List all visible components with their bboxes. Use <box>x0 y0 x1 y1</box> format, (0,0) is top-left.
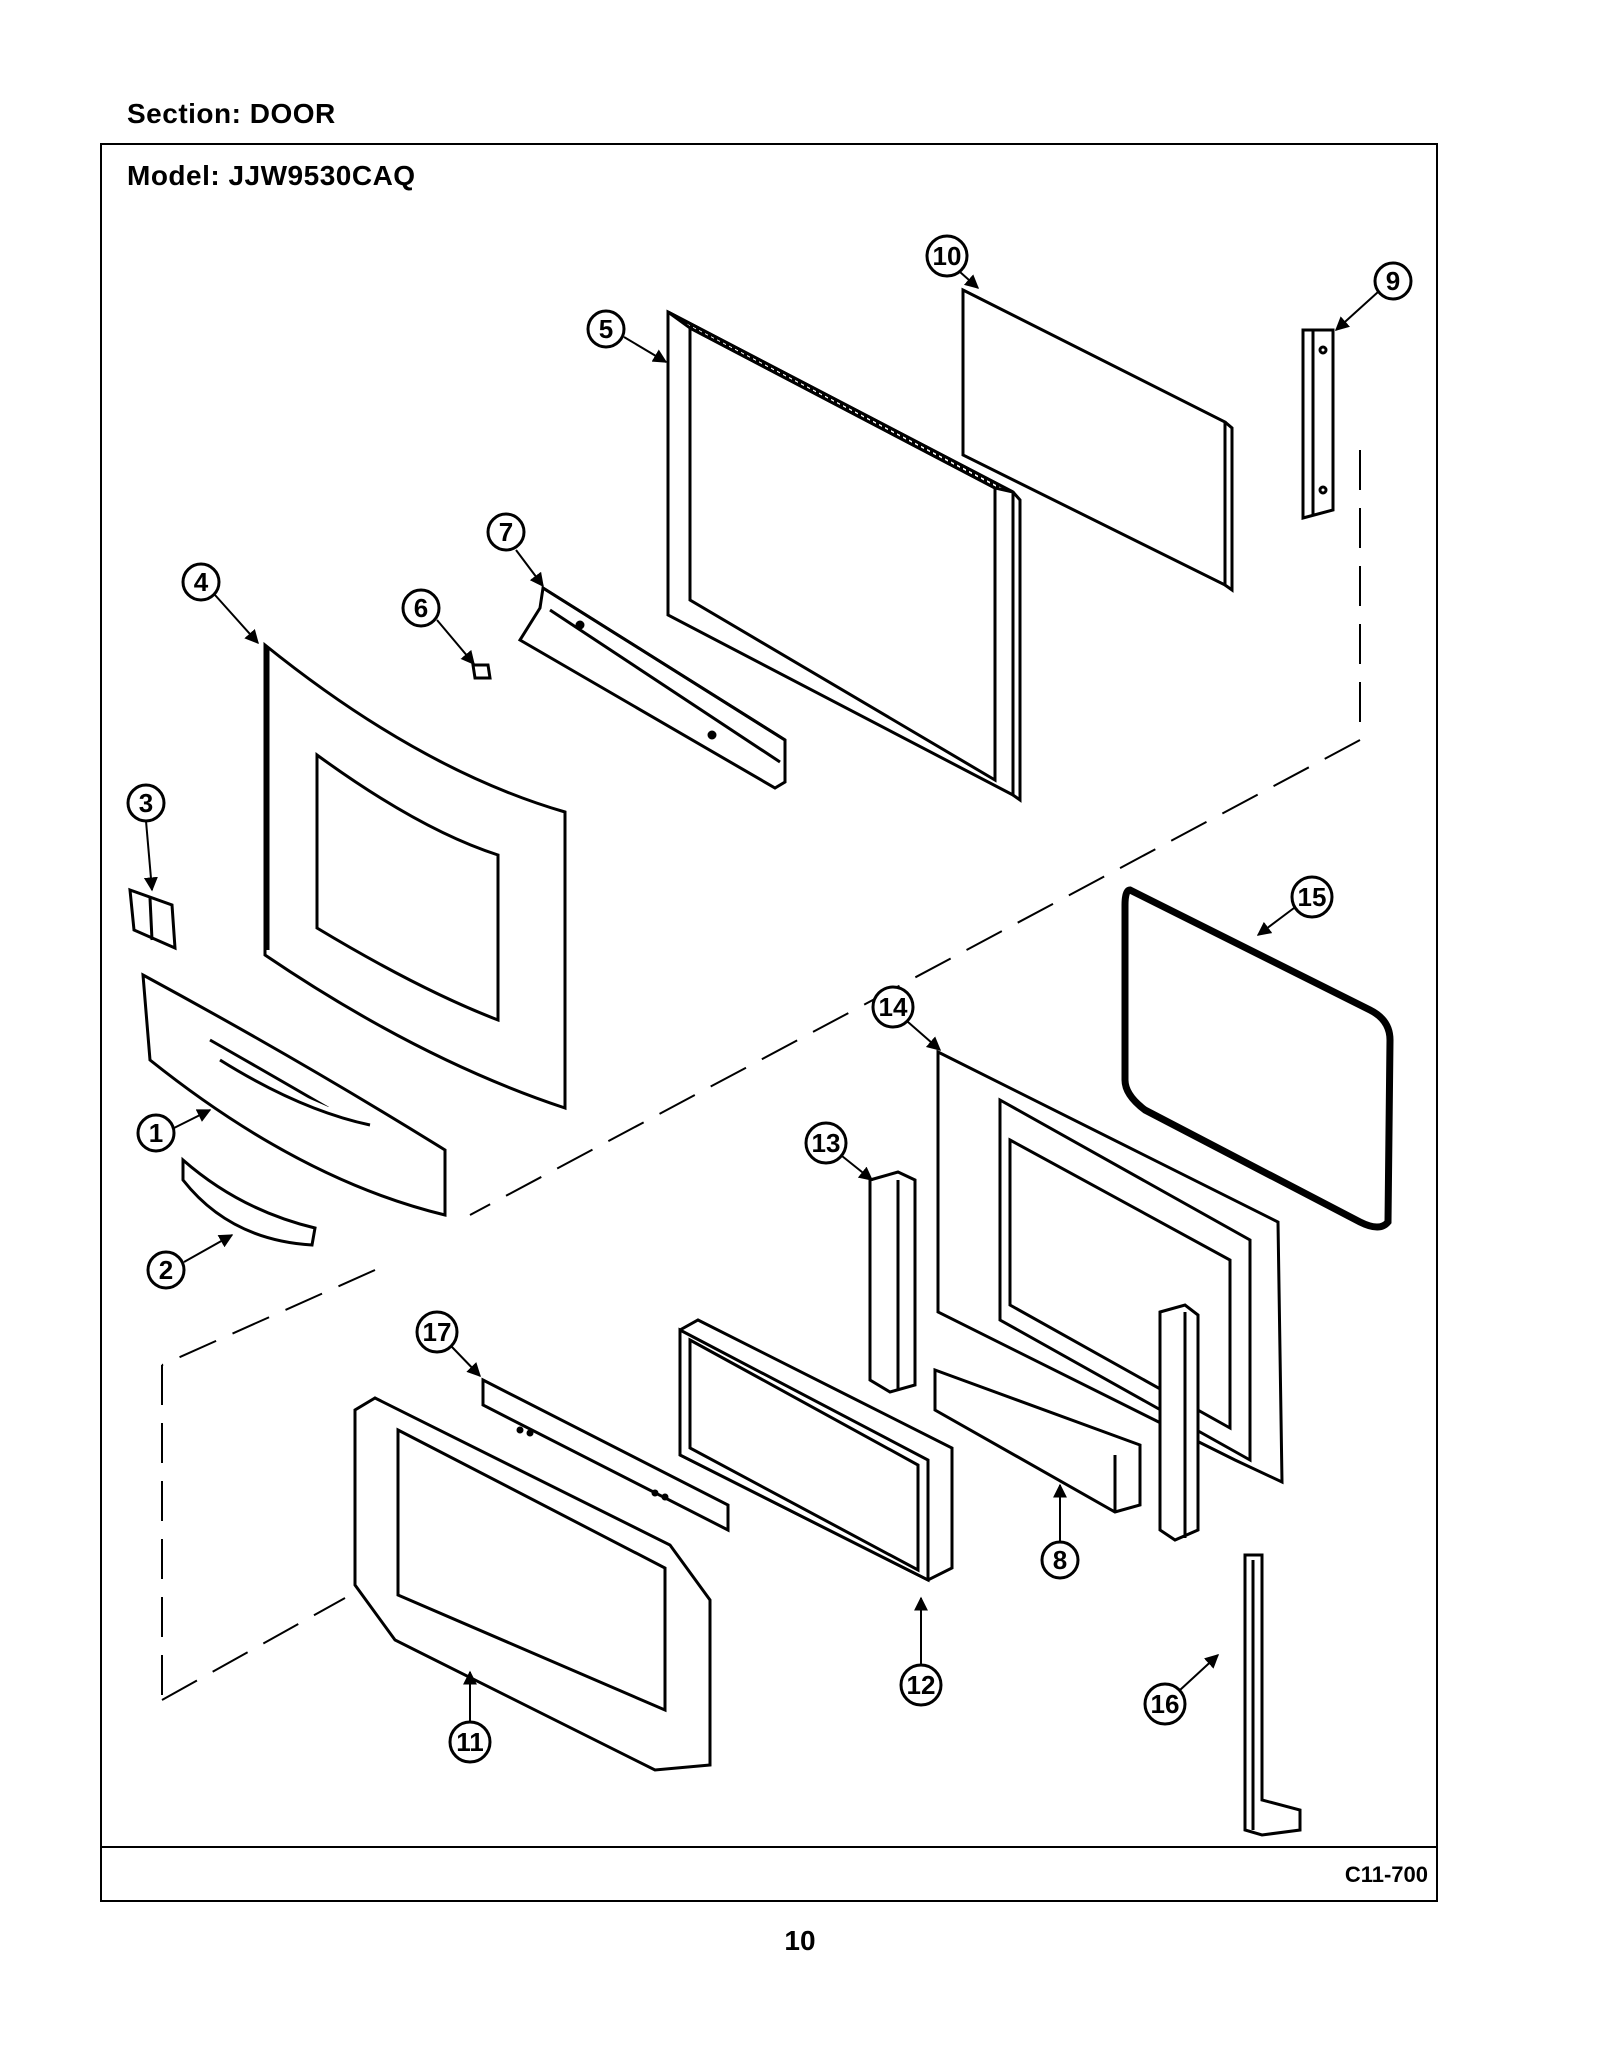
svg-text:11: 11 <box>456 1727 484 1757</box>
callout-17: 17 <box>415 1310 481 1378</box>
part-15-gasket <box>1121 886 1394 1231</box>
svg-text:15: 15 <box>1298 882 1327 912</box>
callout-12: 12 <box>899 1596 943 1707</box>
part-1-handle <box>141 972 447 1217</box>
part-4-outer-door-glass <box>263 641 567 1111</box>
part-9-hinge-bracket <box>1301 328 1335 520</box>
svg-text:14: 14 <box>879 992 908 1022</box>
callout-5: 5 <box>586 309 668 363</box>
callout-3: 3 <box>126 783 166 892</box>
callout-11: 11 <box>448 1670 492 1764</box>
part-5-outer-door-frame <box>666 309 1022 803</box>
section-title: Section: DOOR <box>127 98 336 129</box>
part-10-glass-panel <box>961 287 1234 593</box>
svg-text:10: 10 <box>933 241 962 271</box>
callout-13: 13 <box>804 1121 874 1181</box>
svg-text:17: 17 <box>423 1317 452 1347</box>
diagram-frame <box>100 143 1438 1902</box>
part-7-top-channel <box>517 585 787 790</box>
svg-text:8: 8 <box>1053 1545 1067 1575</box>
svg-text:3: 3 <box>139 788 153 818</box>
svg-text:12: 12 <box>907 1670 936 1700</box>
svg-text:4: 4 <box>194 567 209 597</box>
callout-2: 2 <box>146 1234 234 1290</box>
callout-9: 9 <box>1334 261 1413 331</box>
svg-text:9: 9 <box>1386 266 1400 296</box>
part-13-insulation-block-right <box>1158 1303 1200 1542</box>
svg-text:7: 7 <box>499 517 513 547</box>
svg-text:1: 1 <box>149 1118 163 1148</box>
diagram-code: C11-700 <box>1344 1862 1428 1887</box>
footer-divider <box>100 1846 1438 1848</box>
svg-text:5: 5 <box>599 314 613 344</box>
part-13-insulation-block <box>868 1170 917 1394</box>
part-8-bottom-insulation <box>933 1367 1142 1514</box>
callout-6: 6 <box>401 588 475 666</box>
callout-1: 1 <box>136 1109 212 1153</box>
callout-8: 8 <box>1040 1483 1080 1580</box>
part-17-vent-strip <box>481 1377 730 1533</box>
svg-text:16: 16 <box>1151 1689 1180 1719</box>
callout-14: 14 <box>871 985 942 1051</box>
part-16-hinge <box>1243 1553 1302 1837</box>
callouts: 1 2 3 4 5 6 7 <box>126 234 1413 1764</box>
svg-text:6: 6 <box>414 593 428 623</box>
part-2-handle-insert <box>181 1156 317 1247</box>
assembly-dashed-lines <box>161 450 1361 1701</box>
svg-text:13: 13 <box>812 1128 841 1158</box>
callout-16: 16 <box>1143 1654 1220 1726</box>
part-6-clip <box>471 663 492 680</box>
callout-10: 10 <box>925 234 980 289</box>
callout-15: 15 <box>1256 875 1334 936</box>
part-3-small-bracket <box>128 887 177 951</box>
callout-4: 4 <box>181 562 259 645</box>
part-11-inner-frame <box>353 1396 712 1772</box>
model-title: Model: JJW9530CAQ <box>127 160 416 191</box>
svg-text:2: 2 <box>159 1255 173 1285</box>
page-number: 10 <box>784 1925 816 1956</box>
part-12-inner-glass-pack <box>678 1318 954 1583</box>
callout-7: 7 <box>486 512 544 588</box>
